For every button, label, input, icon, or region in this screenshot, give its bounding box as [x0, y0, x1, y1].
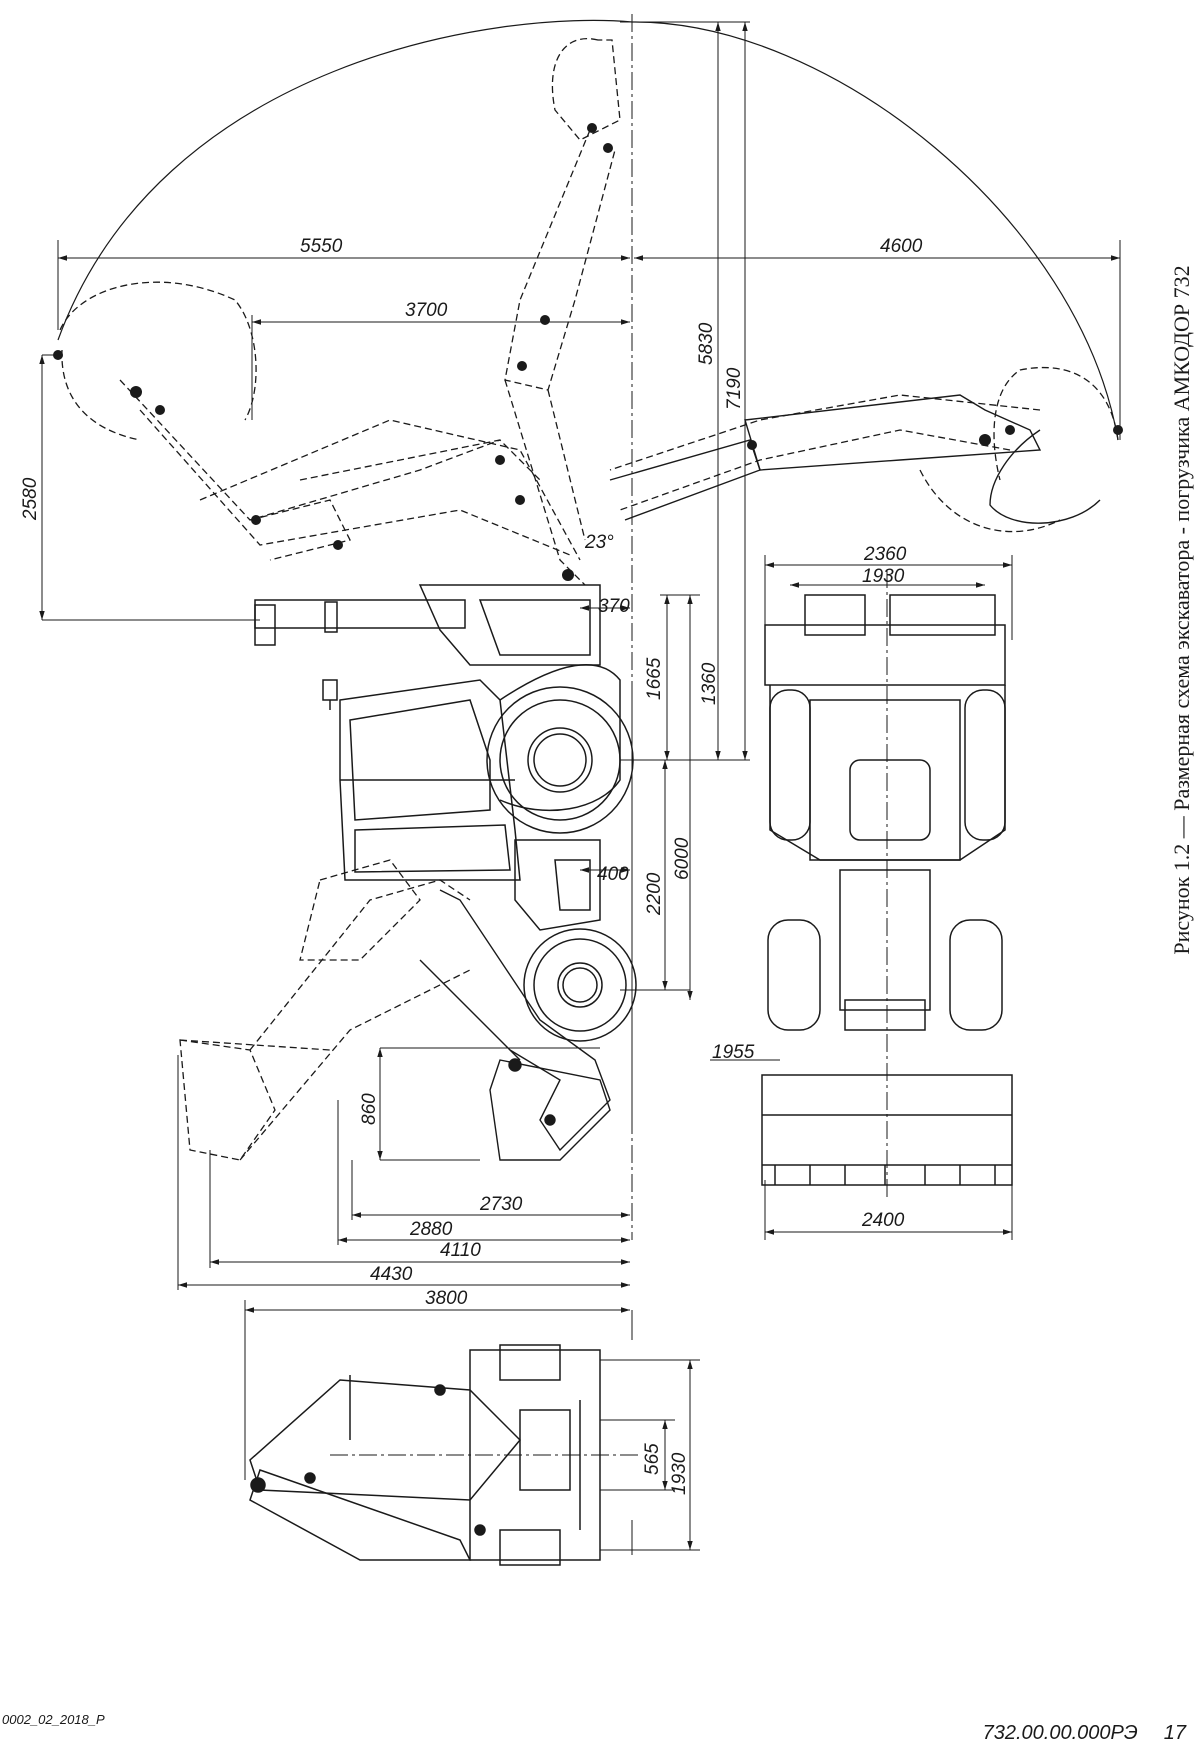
dim-4600: 4600 — [880, 236, 923, 257]
dim-1665: 1665 — [644, 657, 665, 700]
dim-565: 565 — [642, 1443, 663, 1475]
dim-400: 400 — [597, 864, 629, 885]
dim-6000: 6000 — [672, 837, 693, 880]
front-loader-positions — [180, 860, 470, 1160]
dim-2200: 2200 — [644, 872, 665, 916]
reach-envelope-arc — [58, 20, 1118, 440]
document-number: 732.00.00.000РЭ — [982, 1722, 1138, 1744]
dimension-labels: 5550 4600 3700 5830 7190 2580 23° 370 16… — [20, 236, 923, 1495]
dim-5830: 5830 — [696, 322, 717, 365]
figure-caption: Рисунок 1.2 — Размерная схема экскаватор… — [1169, 265, 1194, 955]
footer-code: 0002_02_2018_P — [2, 1712, 105, 1727]
dim-2360: 2360 — [863, 544, 907, 565]
dim-2730: 2730 — [479, 1194, 523, 1215]
backhoe-arm-solid — [610, 395, 1100, 523]
dim-2580: 2580 — [20, 477, 41, 521]
dim-4430: 4430 — [370, 1264, 413, 1285]
dim-5550: 5550 — [300, 236, 343, 257]
dim-1930-top: 1930 — [862, 566, 905, 587]
dim-1360: 1360 — [699, 662, 720, 705]
arm-pivot-pins — [53, 123, 1123, 581]
dim-860: 860 — [359, 1093, 380, 1125]
page-number: 17 — [1163, 1722, 1186, 1744]
dim-2880: 2880 — [409, 1219, 453, 1240]
dim-1955: 1955 — [712, 1042, 755, 1063]
front-loader-arm — [420, 890, 610, 1160]
machine-front-view — [762, 595, 1012, 1185]
dim-2400: 2400 — [861, 1210, 905, 1231]
machine-top-view — [250, 1345, 600, 1565]
dim-3700: 3700 — [405, 300, 448, 321]
backhoe-arm-positions — [60, 39, 1118, 585]
dim-370: 370 — [598, 596, 630, 617]
footer-doc-info: 732.00.00.000РЭ 17 — [957, 1722, 1186, 1745]
machine-side-view — [255, 585, 636, 1041]
dim-3800: 3800 — [425, 1288, 468, 1309]
dim-1930-bottom: 1930 — [669, 1452, 690, 1495]
dim-4110: 4110 — [440, 1240, 481, 1261]
front-bucket-teeth — [775, 1165, 995, 1185]
dim-23deg: 23° — [584, 532, 614, 553]
dim-7190: 7190 — [724, 367, 745, 410]
dimension-lines — [39, 22, 1120, 1550]
